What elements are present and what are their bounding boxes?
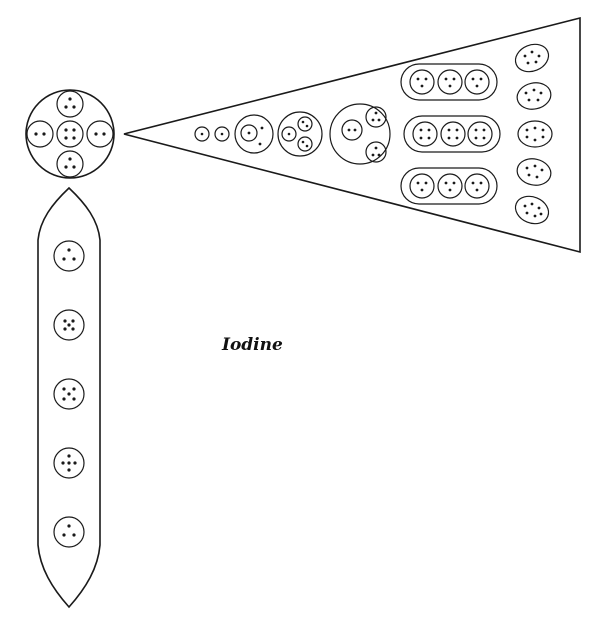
circle-with-three (277, 111, 323, 157)
left-circle (26, 120, 54, 148)
center-circle (56, 120, 84, 148)
oval-3 (517, 120, 553, 148)
capsule-middle (403, 115, 501, 153)
wedge-outline (123, 16, 581, 254)
vertical-spindle (37, 186, 101, 609)
spindle-circle-2 (53, 309, 85, 341)
bottom-circle (56, 150, 84, 178)
small-circle-1 (194, 126, 210, 142)
medium-circle (234, 114, 274, 154)
spindle-outline (37, 186, 101, 609)
oval-2 (516, 82, 552, 110)
oval-5 (514, 195, 550, 225)
oval-4 (516, 158, 552, 186)
small-circle-2 (214, 126, 230, 142)
caption-label: Iodine (221, 335, 283, 355)
top-circle (56, 90, 84, 118)
spindle-circle-4 (53, 447, 85, 479)
oval-1 (514, 43, 550, 73)
horizontal-wedge (123, 16, 581, 254)
central-disc (25, 89, 115, 179)
capsule-bottom (400, 167, 498, 205)
spindle-circle-5 (53, 516, 85, 548)
spindle-circle-1 (53, 240, 85, 272)
large-circle (329, 103, 391, 165)
capsule-top (400, 63, 498, 101)
right-circle (86, 120, 114, 148)
spindle-circle-3 (53, 378, 85, 410)
